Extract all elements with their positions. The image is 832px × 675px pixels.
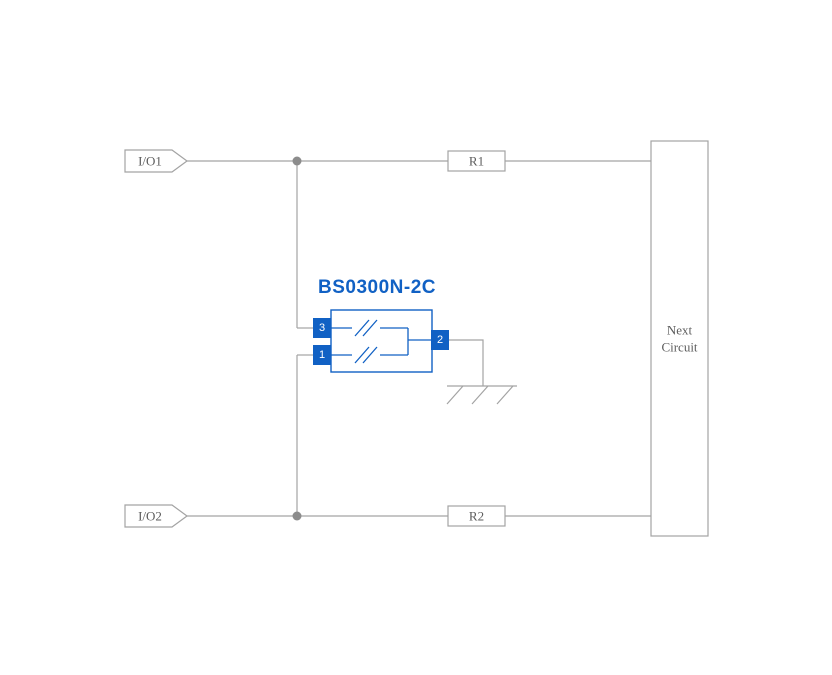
r1-label: R1 [469, 154, 484, 169]
io1-label: I/O1 [138, 154, 162, 169]
io2-label: I/O2 [138, 509, 162, 524]
io2-connector [124, 504, 189, 528]
wire-pin2-to-ground [449, 339, 484, 386]
io1-connector [124, 149, 189, 173]
component-title: BS0300N-2C [318, 277, 436, 298]
next-circuit-label-line2: Circuit [661, 340, 697, 355]
tvs-diode-symbol-top [354, 319, 378, 337]
ground-symbol [446, 385, 517, 405]
pin-3-label: 3 [319, 322, 325, 334]
component-internal-wiring [331, 327, 431, 356]
pin-2-pad [431, 330, 449, 350]
next-circuit-label-line1: Next [667, 323, 693, 338]
r2-label: R2 [469, 509, 484, 524]
resistor-r2 [447, 505, 506, 527]
junction-dot-bottom [292, 511, 302, 521]
pin-1-pad [313, 345, 331, 365]
pin-1-label: 1 [319, 349, 325, 361]
tvs-diode-symbol-bottom [354, 346, 378, 364]
pin-2-label: 2 [437, 334, 443, 346]
tvs-component-body [330, 309, 433, 373]
pin-3-pad [313, 318, 331, 338]
junction-dot-top [292, 156, 302, 166]
next-circuit-box [650, 140, 709, 537]
resistor-r1 [447, 150, 506, 172]
